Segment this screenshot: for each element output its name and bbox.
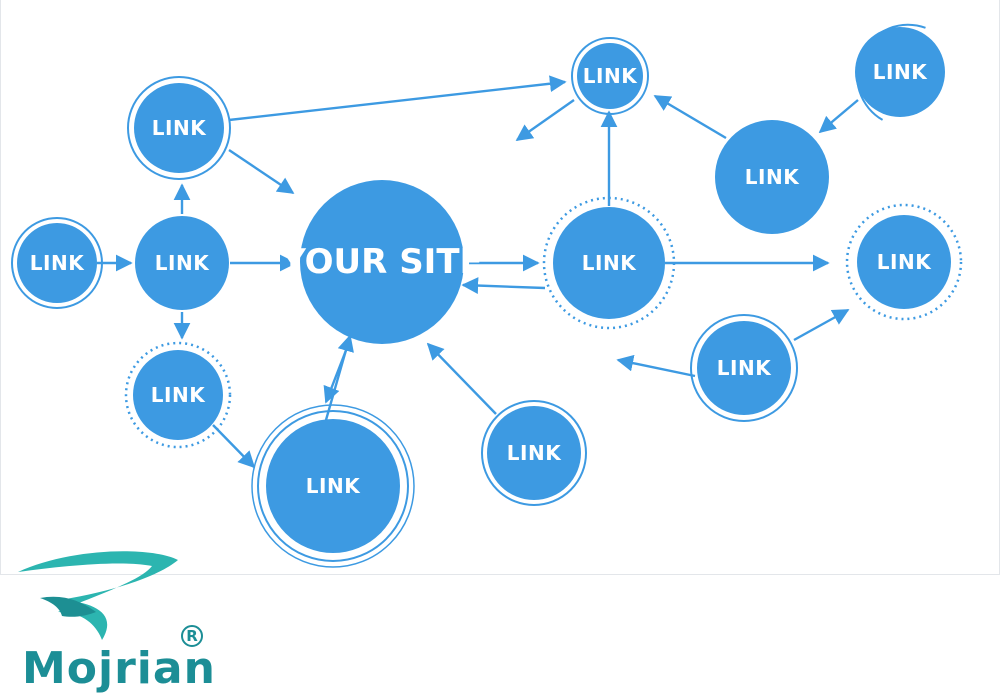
link-label: LINK xyxy=(873,60,928,84)
link-node-far-left: LINK xyxy=(11,217,103,309)
link-node-top-far-right: LINK xyxy=(855,23,945,121)
node-circle xyxy=(487,406,581,500)
connection-arrow xyxy=(212,424,256,469)
link-node-left-hub: LINK xyxy=(135,216,229,310)
link-label: LINK xyxy=(30,251,85,275)
node-circle xyxy=(266,419,400,553)
link-label: LINK xyxy=(306,474,361,498)
link-label: LINK xyxy=(507,441,562,465)
link-node-lower-right: LINK xyxy=(690,314,798,422)
node-circle xyxy=(855,27,945,117)
node-circle xyxy=(697,321,791,415)
node-ring xyxy=(124,341,232,449)
node-ring xyxy=(571,37,649,115)
node-ring xyxy=(481,400,587,506)
link-label: LINK xyxy=(717,356,772,380)
your-site-node: YOUR SITE xyxy=(280,180,483,344)
link-node-right-hub: LINK xyxy=(542,196,676,330)
link-node-far-right: LINK xyxy=(845,203,963,321)
logo-swoosh-icon xyxy=(18,551,178,640)
node-circle xyxy=(133,350,223,440)
link-node-lower-left: LINK xyxy=(124,341,232,449)
node-ring xyxy=(690,314,798,422)
link-label: LINK xyxy=(583,64,638,88)
connection-arrow xyxy=(616,354,696,378)
link-label: LINK xyxy=(745,165,800,189)
connection-arrow xyxy=(323,339,352,404)
node-circle xyxy=(300,180,464,344)
link-node-top-right: LINK xyxy=(571,37,649,115)
your-site-label: YOUR SITE xyxy=(280,242,483,282)
connection-arrow xyxy=(818,99,859,134)
brand-wordmark: Mojrian xyxy=(22,643,216,694)
connection-arrow xyxy=(653,94,727,140)
connection-arrow xyxy=(793,308,850,342)
node-circle xyxy=(135,216,229,310)
connection-arrow xyxy=(515,99,575,141)
link-label: LINK xyxy=(155,251,210,275)
link-node-upper-right-large: LINK xyxy=(715,120,829,234)
node-ring xyxy=(11,217,103,309)
node-ring xyxy=(127,76,231,180)
node-ring xyxy=(542,196,676,330)
node-ring xyxy=(257,410,409,562)
connection-arrow xyxy=(228,75,567,122)
logo-swoosh-accent-icon xyxy=(40,596,96,617)
node-circle xyxy=(857,215,951,309)
link-node-bottom-center: LINK xyxy=(251,404,415,568)
arrows xyxy=(97,75,859,469)
connection-arrow xyxy=(426,342,497,415)
registered-mark-circle xyxy=(181,625,203,647)
node-circle xyxy=(577,43,643,109)
link-node-bottom-right-small: LINK xyxy=(481,400,587,506)
nodes: YOUR SITE LINK LINK LINK LINK LINK LINK LINK LIN… xyxy=(11,23,963,568)
connection-arrow xyxy=(228,149,295,194)
registered-mark: R xyxy=(186,627,198,645)
connection-arrow xyxy=(461,277,546,294)
link-label: LINK xyxy=(151,383,206,407)
brand-logo: Mojrian R xyxy=(18,551,216,694)
node-circle xyxy=(553,207,665,319)
link-label: LINK xyxy=(877,250,932,274)
node-circle xyxy=(715,120,829,234)
node-circle xyxy=(17,223,97,303)
node-ring xyxy=(845,203,963,321)
link-label: LINK xyxy=(582,251,637,275)
node-circle xyxy=(134,83,224,173)
link-label: LINK xyxy=(152,116,207,140)
node-ring xyxy=(251,404,415,568)
link-node-top-left: LINK xyxy=(127,76,231,180)
